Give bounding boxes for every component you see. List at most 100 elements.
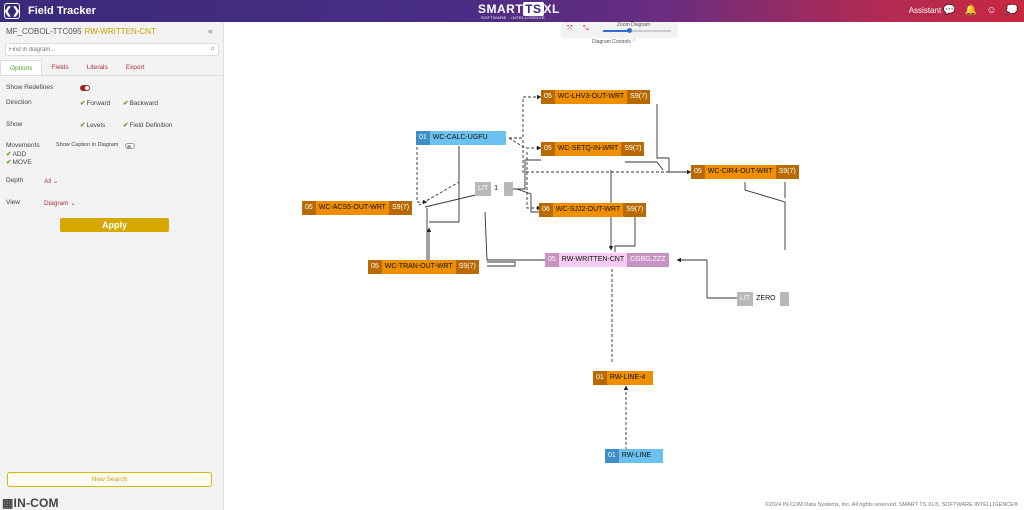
tab-fields[interactable]: Fields (51, 64, 69, 71)
node-calc[interactable]: 01 WC-CALC-UGFU (416, 131, 506, 145)
link-to-sjj2 (526, 152, 542, 211)
messages-icon[interactable]: 💭 (1005, 5, 1018, 16)
check-icon: ✔ (6, 159, 12, 166)
node-lhv3[interactable]: 05 WC-LHV3-OUT-WRT S9(7) (541, 90, 651, 104)
chevron-down-icon: ⌄ (53, 178, 59, 185)
node-level: 05 (368, 260, 382, 274)
node-level: LIT (475, 182, 492, 196)
app-logo-icon[interactable]: ❮❯ (4, 3, 20, 19)
new-search-button[interactable]: New Search (7, 472, 212, 487)
node-setq[interactable]: 05 WC-SETQ-IN-WRT S9(7) (541, 142, 645, 156)
check-icon: ✔ (123, 100, 129, 107)
node-level: 01 (605, 449, 619, 463)
node-level: 01 (593, 371, 607, 385)
incom-logo: ▦IN-COM (2, 496, 59, 510)
node-level: 05 (302, 201, 316, 215)
zoom-slider-fill (603, 30, 629, 32)
brand-ts: TS (523, 2, 544, 16)
node-name: WC-TRAN-OUT-WRT (381, 260, 456, 274)
chevron-up-icon: ⌃ (632, 39, 637, 45)
node-sjj2[interactable]: 06 WC-SJJ2-OUT-WRT S9(7) (539, 203, 647, 217)
assistant-button[interactable]: Assistant 💬 (909, 6, 956, 16)
node-level: 05 (545, 253, 559, 267)
direction-label: Direction (6, 99, 32, 106)
incom-logo-text: IN-COM (13, 496, 59, 510)
link-cir4-down (744, 182, 786, 250)
node-written[interactable]: 05 RW-WRITTEN-CNT CGBG,ZZZ (545, 253, 669, 267)
program-name: MF_COBOL-TTC095 (6, 27, 82, 36)
link-calc-to-acs5 (416, 142, 428, 205)
node-name: WC-SETQ-IN-WRT (554, 142, 622, 156)
chat-icon: 💬 (943, 5, 956, 16)
node-line[interactable]: 01 RW-LINE (605, 449, 664, 463)
show-caption-toggle[interactable] (125, 143, 135, 149)
check-icon: ✔ (80, 122, 86, 129)
node-pic: CGBG,ZZZ (627, 253, 669, 267)
direction-forward-label: Forward (86, 100, 111, 107)
node-pic: S9(7) (388, 201, 413, 215)
brand-tagline: SOFTWARE · INTELLIGENCE (480, 15, 546, 20)
link-calc-to-tran-a (429, 146, 460, 223)
apply-button[interactable]: Apply (60, 218, 169, 232)
link-calc-up (509, 97, 524, 139)
check-icon: ✔ (123, 122, 129, 129)
view-label: View (6, 199, 20, 206)
tab-literals[interactable]: Literals (86, 64, 108, 71)
node-cir4[interactable]: 05 WC-CIR4-OUT-WRT S9(7) (691, 165, 799, 179)
smiley-icon[interactable]: ☺ (986, 5, 997, 16)
field-name: RW-WRITTEN-CNT (84, 27, 156, 36)
view-value: Diagram (44, 200, 69, 207)
view-select[interactable]: Diagram ⌄ (44, 199, 76, 207)
node-line4[interactable]: 01 RW-LINE-4 (593, 371, 654, 385)
node-name: RW-LINE-4 (606, 371, 654, 385)
direction-backward-label: Backward (129, 100, 158, 107)
collapse-icon[interactable]: ⤡ (583, 25, 589, 32)
movement-add-checkbox[interactable]: ✔ADD (6, 150, 216, 158)
direction-forward-checkbox[interactable]: ✔Forward (80, 99, 110, 107)
link-tran-to-written (487, 261, 516, 267)
assistant-label: Assistant (908, 6, 942, 15)
link-zero-to-written (676, 257, 737, 299)
zoom-slider-handle[interactable] (626, 28, 632, 33)
diagram-controls: ⤧ ⤡ Zoom Diagram (561, 22, 678, 38)
show-caption-label: Show Caption in Diagram (56, 142, 119, 148)
fit-to-screen-icon[interactable]: ⤧ (567, 25, 573, 32)
tab-export[interactable]: Export (125, 64, 145, 71)
app-title: Field Tracker (28, 5, 96, 17)
node-name: WC-CIR4-OUT-WRT (704, 165, 776, 179)
node-acs5[interactable]: 05 WC-ACS5-OUT-WRT S9(7) (302, 201, 413, 215)
depth-select[interactable]: All ⌄ (44, 177, 59, 185)
chevron-down-icon: ⌄ (70, 200, 76, 207)
show-redefines-toggle[interactable] (80, 85, 90, 91)
bell-icon[interactable]: 🔔 (964, 5, 978, 16)
find-in-diagram-input[interactable] (6, 44, 202, 56)
node-name: RW-WRITTEN-CNT (558, 253, 628, 267)
collapse-sidebar-icon[interactable]: « (208, 26, 214, 36)
node-level: 05 (541, 90, 555, 104)
node-pic: S9(7) (623, 203, 647, 217)
node-zero[interactable]: LIT ZERO (737, 292, 789, 306)
direction-row: Direction ✔Forward ✔Backward (6, 99, 206, 107)
node-level: 05 (691, 165, 705, 179)
show-row: Show ✔Levels ✔Field Definition (6, 121, 206, 129)
direction-backward-checkbox[interactable]: ✔Backward (123, 99, 158, 107)
node-lit1[interactable]: LIT 1 (475, 182, 514, 196)
link-to-cir4 (522, 140, 692, 175)
copyright-footer: ©2024 IN-COM Data Systems, Inc. All righ… (764, 502, 1018, 508)
search-icon[interactable]: ⌕ (210, 44, 215, 53)
node-tran[interactable]: 05 WC-TRAN-OUT-WRT S9(7) (368, 260, 479, 274)
link-to-written-left (484, 211, 545, 261)
diagram-canvas: 05 WC-LHV3-OUT-WRT S9(7) 01 WC-CALC-UGFU… (225, 22, 1024, 500)
show-levels-checkbox[interactable]: ✔Levels (80, 121, 105, 129)
node-name: 1 (491, 182, 505, 196)
link-lhv3-to-cir4 (656, 104, 691, 173)
diagram-controls-caption[interactable]: Diagram Controls ⌃ (592, 39, 637, 45)
movement-move-checkbox[interactable]: ✔MOVE (6, 158, 216, 166)
zoom-slider[interactable] (603, 28, 671, 33)
show-field-definition-checkbox[interactable]: ✔Field Definition (123, 121, 172, 129)
tab-options[interactable]: Options (0, 60, 43, 75)
